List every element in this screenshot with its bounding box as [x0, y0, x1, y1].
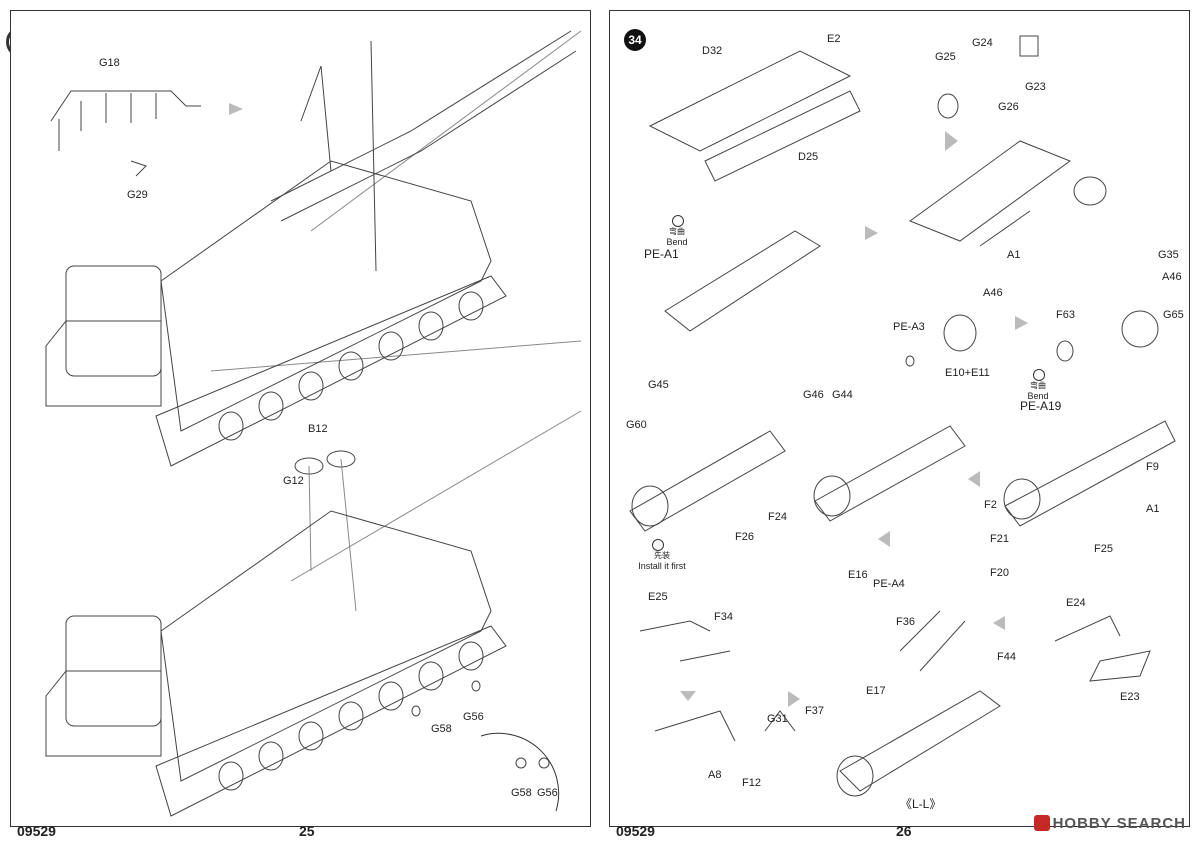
label-g65: G65 [1163, 309, 1184, 321]
label-g58: G58 [431, 723, 452, 735]
bend-icon [1033, 369, 1045, 381]
label-g25: G25 [935, 51, 956, 63]
label-f20: F20 [990, 567, 1009, 579]
label-e17: E17 [866, 685, 886, 697]
label-b12: B12 [308, 423, 328, 435]
vehicle-upper [45, 30, 577, 467]
label-g29: G29 [127, 189, 148, 201]
bend-icon [672, 215, 684, 227]
step-number-badge: 34 [624, 29, 646, 51]
label-f34: F34 [714, 611, 733, 623]
label-f9: F9 [1146, 461, 1159, 473]
label-g45: G45 [648, 379, 669, 391]
left-model-number: 09529 [17, 823, 56, 839]
right-instruction-page: 34 [609, 10, 1190, 839]
install-en: Install it first [638, 561, 686, 571]
vehicle-lower [45, 510, 507, 817]
label-pe-a3: PE-A3 [893, 321, 925, 333]
label-g44: G44 [832, 389, 853, 401]
right-page-artwork [629, 35, 1176, 797]
label-a8: A8 [708, 769, 722, 781]
label-g23: G23 [1025, 81, 1046, 93]
label-g56: G56 [463, 711, 484, 723]
label-f44: F44 [997, 651, 1016, 663]
label-g12: G12 [283, 475, 304, 487]
label-e16: E16 [848, 569, 868, 581]
label-f25: F25 [1094, 543, 1113, 555]
label-g18: G18 [99, 57, 120, 69]
label-f37: F37 [805, 705, 824, 717]
left-instruction-page: G18 G29 B12 G12 G56 G58 G58 G56 09529 25 [10, 10, 591, 839]
label-g46: G46 [803, 389, 824, 401]
bend-en-1: Bend [666, 237, 688, 247]
label-d32: D32 [702, 45, 723, 57]
bend-note-pe-a19: 弯曲 Bend [1015, 381, 1061, 401]
watermark-text: HOBBY SEARCH [1052, 815, 1186, 832]
label-g31: G31 [767, 713, 788, 725]
right-page-number: 26 [896, 823, 912, 839]
left-page-artwork [45, 30, 582, 817]
label-f63: F63 [1056, 309, 1075, 321]
bend-en-2: Bend [1027, 391, 1049, 401]
label-e24: E24 [1066, 597, 1086, 609]
label-e10-e11: E10+E11 [945, 367, 990, 379]
bend-cn-2: 弯曲 [1030, 381, 1046, 390]
label-f2: F2 [984, 499, 997, 511]
label-a1-top: A1 [1007, 249, 1021, 261]
bend-note-pe-a1: 弯曲 Bend [654, 227, 700, 247]
view-note: 《L-L》 [900, 797, 942, 811]
label-f21: F21 [990, 533, 1009, 545]
label-f12: F12 [742, 777, 761, 789]
label-pe-a1: PE-A1 [644, 247, 679, 261]
rail-part-g18 [50, 90, 201, 177]
label-g56-detail: G56 [537, 787, 558, 799]
watermark: HOBBY SEARCH [1033, 815, 1186, 832]
install-first-icon [652, 539, 664, 551]
label-f36: F36 [896, 616, 915, 628]
label-f24: F24 [768, 511, 787, 523]
install-cn: 先装 [654, 551, 670, 560]
label-pe-a4: PE-A4 [873, 578, 905, 590]
label-g24: G24 [972, 37, 993, 49]
label-g60: G60 [626, 419, 647, 431]
left-page-number: 25 [299, 823, 315, 839]
label-pe-a19: PE-A19 [1020, 399, 1062, 413]
label-a1-bottom: A1 [1146, 503, 1160, 515]
label-a46-right: A46 [1162, 271, 1182, 283]
label-g58-detail: G58 [511, 787, 532, 799]
bend-cn-1: 弯曲 [669, 227, 685, 236]
hobby-search-logo-icon [1033, 815, 1050, 831]
label-f26: F26 [735, 531, 754, 543]
install-first-note: 先装 Install it first [632, 551, 692, 571]
label-g26: G26 [998, 101, 1019, 113]
label-d25: D25 [798, 151, 819, 163]
label-a46: A46 [983, 287, 1003, 299]
label-e23: E23 [1120, 691, 1140, 703]
label-g35: G35 [1158, 249, 1179, 261]
label-e25: E25 [648, 591, 668, 603]
right-model-number: 09529 [616, 823, 655, 839]
label-e2: E2 [827, 33, 841, 45]
